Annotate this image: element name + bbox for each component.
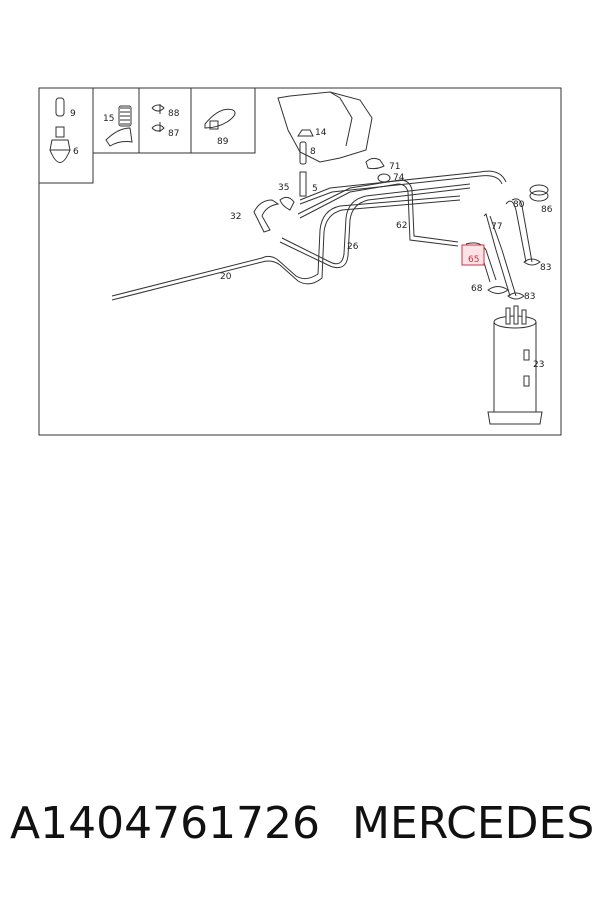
- callouts: 9 6 15 88 87 89 14 8 71 74 35 5 32 62 26…: [70, 109, 553, 370]
- callout-74: 74: [393, 173, 405, 183]
- brand-name: MERCEDES: [352, 798, 595, 849]
- callout-65: 65: [468, 255, 479, 265]
- callout-35: 35: [278, 183, 289, 193]
- tank-outline: [277, 91, 373, 163]
- callout-83-lower: 83: [524, 292, 535, 302]
- inset-boxes: [38, 87, 256, 184]
- callout-88: 88: [168, 109, 180, 119]
- callout-14: 14: [315, 128, 327, 138]
- callout-71: 71: [389, 162, 400, 172]
- part-number: A1404761726: [10, 798, 321, 849]
- callout-9: 9: [70, 109, 76, 119]
- callout-83-upper: 83: [540, 263, 551, 273]
- inset-part-drawings: [49, 97, 236, 163]
- parts-diagram: 9 6 15 88 87 89 14 8 71 74 35 5 32 62 26…: [38, 87, 562, 436]
- callout-62: 62: [396, 221, 407, 231]
- callout-5: 5: [312, 184, 318, 194]
- callout-86: 86: [541, 205, 553, 215]
- callout-87: 87: [168, 129, 179, 139]
- callout-77: 77: [491, 222, 502, 232]
- fuel-lines: [111, 170, 533, 301]
- callout-26: 26: [347, 242, 359, 252]
- caption: A1404761726 MERCEDES: [0, 798, 600, 868]
- callout-6: 6: [73, 147, 79, 157]
- callout-80: 80: [513, 200, 525, 210]
- callout-32: 32: [230, 212, 241, 222]
- callout-15: 15: [103, 114, 114, 124]
- small-parts: [279, 129, 549, 300]
- callout-68: 68: [471, 284, 483, 294]
- callout-20: 20: [220, 272, 232, 282]
- fuel-filter: [487, 305, 543, 425]
- callout-89: 89: [217, 137, 229, 147]
- callout-23: 23: [533, 360, 544, 370]
- callout-8: 8: [310, 147, 316, 157]
- highlight-box: [461, 244, 485, 266]
